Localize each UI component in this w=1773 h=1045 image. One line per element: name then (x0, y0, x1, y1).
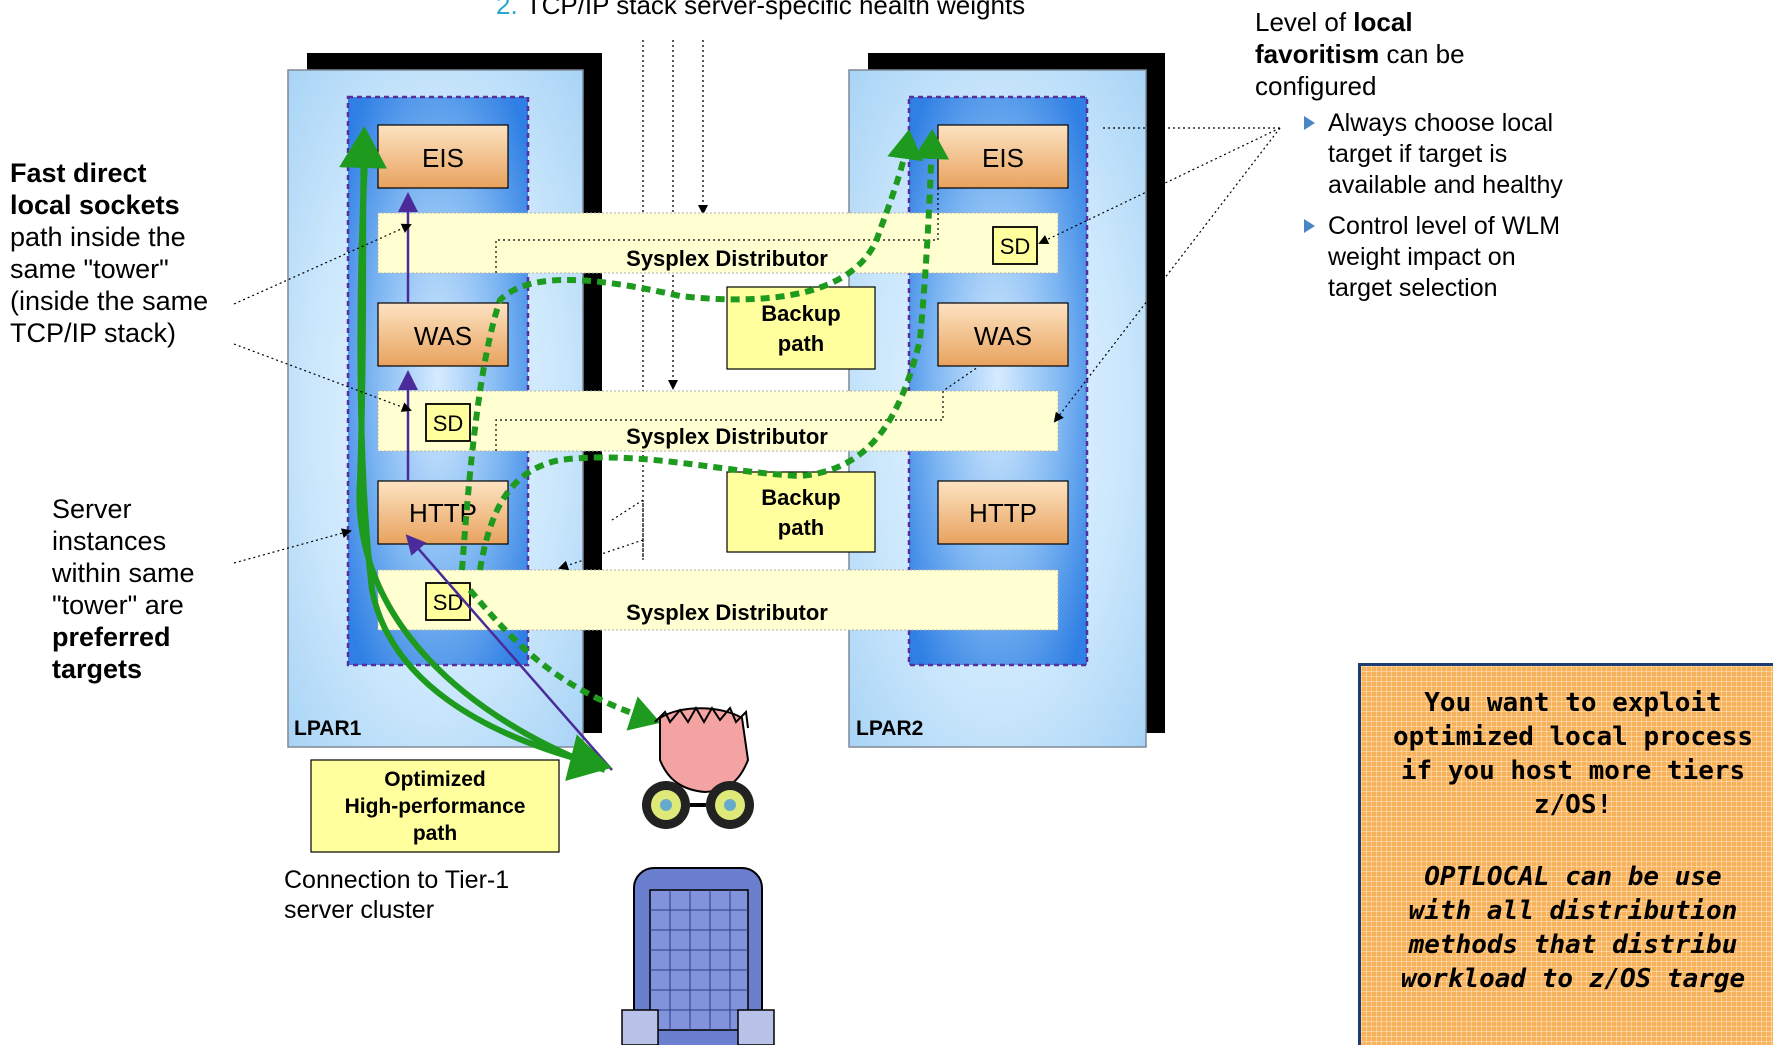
backup-path-1-line1: Backup (761, 301, 840, 326)
sysplex-distributor-band-2 (377, 390, 1059, 452)
sd-label-1: SD (1000, 234, 1031, 259)
sysplex-distributor-label-1: Sysplex Distributor (626, 246, 828, 271)
header-text: TCP/IP stack server-specific health weig… (526, 0, 1025, 20)
sysplex-distributor-band-1 (377, 212, 1059, 274)
left-note-1-bold1: Fast direct (10, 158, 147, 188)
was-label-lpar2: WAS (974, 321, 1032, 351)
right-note-bullet-2: Control level of WLM weight impact on ta… (1302, 211, 1567, 304)
info-para2-line1: OPTLOCAL can be use (1424, 862, 1722, 892)
backup-path-1-line2: path (778, 331, 824, 356)
optimized-line3: path (413, 822, 457, 845)
eis-box-lpar1 (377, 124, 509, 189)
left-note-1-line3: path inside the (10, 222, 186, 252)
eis-label-lpar1: EIS (422, 143, 464, 173)
info-para2-line3: methods that distribu (1408, 930, 1738, 960)
left-note-2-line4: "tower" are (52, 590, 184, 620)
was-label-lpar1: WAS (414, 321, 472, 351)
left-note-1-line5: (inside the same (10, 286, 209, 316)
optimized-line1: Optimized (384, 768, 486, 791)
sysplex-distributor-label-3: Sysplex Distributor (626, 600, 828, 625)
header-caption: 2. TCP/IP stack server-specific health we… (496, 0, 1025, 20)
sd-box-1 (992, 226, 1038, 265)
info-para1-line1: You want to exploit (1424, 688, 1722, 718)
left-note-2-line2: instances (52, 526, 167, 556)
user-with-glasses-at-terminal-icon (621, 705, 775, 1045)
info-para1-line4: z/OS! (1533, 790, 1613, 820)
lpar1-label: LPAR1 (294, 717, 362, 740)
optimized-path-down (357, 159, 612, 781)
backup-path-2-line1: Backup (761, 485, 840, 510)
left-note-2-line1: Server (52, 494, 132, 524)
sd-label-2: SD (433, 411, 464, 436)
left-note-1-bold2: local sockets (10, 190, 180, 220)
was-box-lpar2 (937, 302, 1069, 367)
connection-note-line1: Connection to Tier-1 (284, 866, 509, 894)
header-number: 2. (496, 0, 518, 20)
left-note-2-bold6: targets (52, 654, 143, 684)
bullet-triangle-icon (1304, 116, 1315, 130)
left-leader-lines (233, 223, 412, 564)
right-note-bullets: Always choose local target if target is … (1302, 108, 1567, 314)
backup-path-lines (459, 129, 950, 731)
local-socket-path (398, 192, 613, 771)
sysplex-distributor-band-3 (377, 569, 1059, 631)
right-note-prefix: Level of (1255, 7, 1354, 37)
backup-path-2-line2: path (778, 515, 824, 540)
right-note-local-favoritism: Level of local favoritism can be configu… (1255, 6, 1465, 102)
left-note-2-line3: within same (52, 558, 195, 588)
http-label-lpar2: HTTP (969, 498, 1037, 528)
connection-note-line2: server cluster (284, 896, 434, 924)
sd-box-2 (425, 403, 471, 442)
backup-path-box-2 (726, 471, 876, 553)
right-note-bold2: favoritism (1255, 39, 1380, 69)
right-note-bullet-1: Always choose local target if target is … (1302, 108, 1567, 201)
optimized-path-box (310, 759, 560, 853)
right-note-bullet-2-text: Control level of WLM weight impact on ta… (1328, 212, 1561, 302)
right-note-bold1: local (1353, 7, 1413, 37)
eis-box-lpar2 (937, 124, 1069, 189)
right-note-line3: configured (1255, 71, 1377, 101)
right-leader-lines (1038, 127, 1281, 423)
optimized-line2: High-performance (345, 795, 526, 818)
bullet-triangle-icon (1304, 219, 1315, 233)
left-note-preferred-targets: Server instances within same "tower" are… (52, 493, 195, 685)
left-note-1-line6: TCP/IP stack) (10, 318, 177, 348)
left-note-fast-local-sockets: Fast direct local sockets path inside th… (10, 157, 208, 349)
right-note-suffix: can be (1379, 39, 1465, 69)
info-para2-line2: with all distribution (1408, 896, 1738, 926)
right-note-bullet-1-text: Always choose local target if target is … (1328, 109, 1563, 199)
lpar2-label: LPAR2 (856, 717, 923, 740)
eis-label-lpar2: EIS (982, 143, 1024, 173)
http-box-lpar2 (937, 480, 1069, 545)
info-para2-line4: workload to z/OS targe (1400, 964, 1746, 994)
weight-feed-lines (642, 40, 708, 560)
info-para1-line2: optimized local process (1392, 722, 1754, 752)
sysplex-distributor-label-2: Sysplex Distributor (626, 424, 828, 449)
left-note-1-line4: same "tower" (10, 254, 169, 284)
left-note-2-bold5: preferred (52, 622, 171, 652)
info-para1-line3: if you host more tiers (1400, 756, 1746, 786)
optlocal-info-box: You want to exploit optimized local proc… (1358, 663, 1773, 1045)
